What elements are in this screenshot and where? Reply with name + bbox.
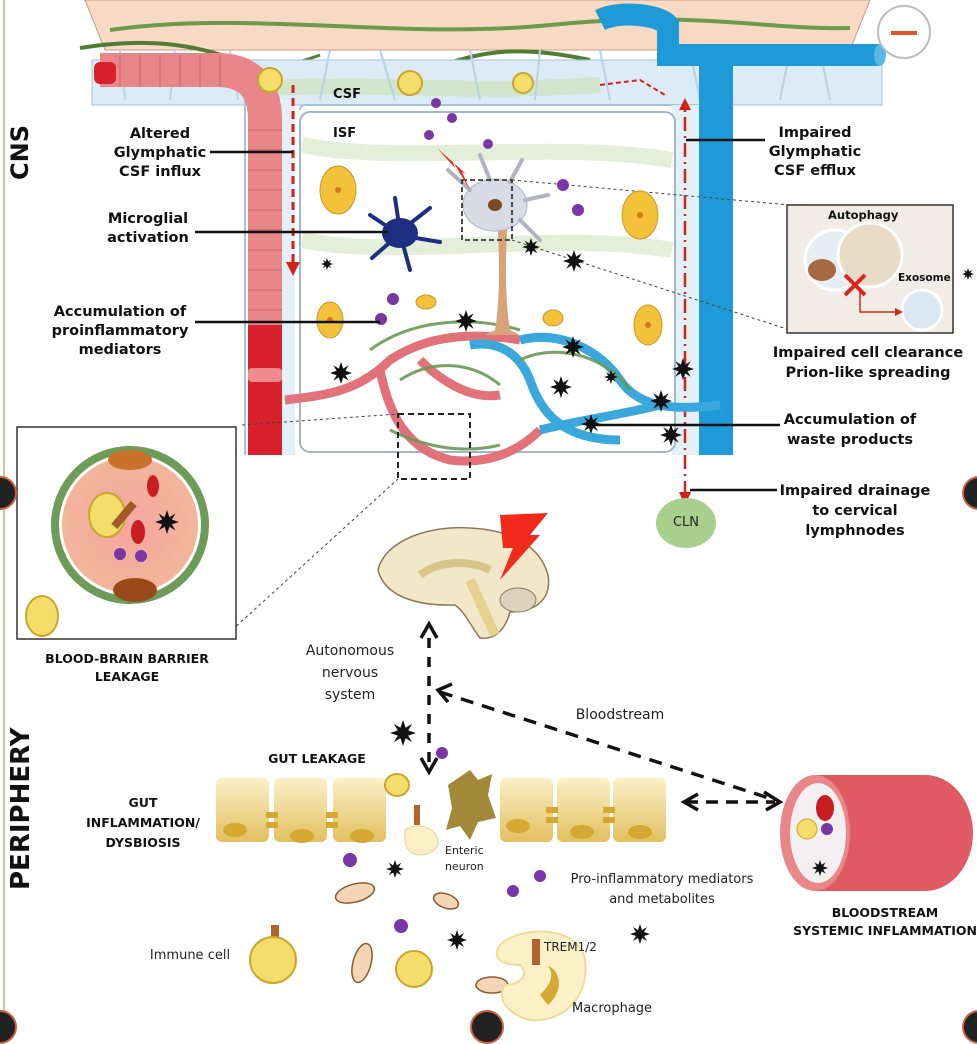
label-microglial-activation: Microglial activation (107, 211, 189, 246)
gut-leakage-label: GUT LEAKAGE (268, 751, 366, 766)
cln-node (656, 498, 716, 548)
enteric-neuron-label: Enteric neuron (445, 844, 484, 873)
mediators-label: Pro-inflammatory mediators and metabolit… (570, 872, 754, 907)
label-altered-influx: Altered Glymphatic CSF influx (113, 126, 207, 180)
csf-label: CSF (333, 87, 362, 102)
label-cell-clearance: Impaired cell clearance Prion-like sprea… (772, 345, 964, 381)
label-proinflammatory-mediators: Accumulation of proinflammatory mediator… (51, 304, 189, 358)
leader-lines (195, 138, 780, 492)
label-impaired-efflux: Impaired Glymphatic CSF efflux (768, 125, 862, 179)
immune-cell-label: Immune cell (149, 948, 231, 963)
bbb-zoom-box (397, 413, 471, 480)
cns-label: CNS (6, 125, 34, 180)
minus-icon (891, 31, 917, 35)
macrophage-label: Macrophage (572, 1001, 653, 1016)
microglia (368, 196, 442, 272)
systemic-inflammation-label: BLOODSTREAM SYSTEMIC INFLAMMATION (793, 905, 977, 938)
cln-label: CLN (672, 515, 700, 530)
gut-inflammation-label: GUT INFLAMMATION/ DYSBIOSIS (86, 795, 200, 850)
trem-receptor (532, 939, 540, 965)
autophagy-label: Autophagy (828, 208, 899, 222)
mediator-dots (32, 98, 584, 933)
bottom-center-handle (470, 1010, 504, 1044)
bloodstream-label: Bloodstream (575, 707, 665, 723)
macrophage (495, 930, 587, 1022)
enteric-neuron (446, 770, 496, 840)
gut-epithelium (216, 778, 666, 843)
brain-lightning-icon (500, 513, 548, 580)
periphery-label: PERIPHERY (6, 727, 36, 890)
immune-cell (249, 936, 297, 984)
trem-label: TREM1/2 (544, 940, 597, 954)
autonomous-nervous-system-label: Autonomous nervous system (305, 643, 395, 703)
bbb-caption: BLOOD-BRAIN BARRIER LEAKAGE (45, 651, 209, 684)
label-waste-products: Accumulation of waste products (783, 412, 917, 448)
isf-label: ISF (333, 126, 357, 141)
collapse-button[interactable] (877, 5, 931, 59)
exosome-label: Exosome (898, 272, 951, 284)
brain-illustration (377, 513, 550, 639)
artery (100, 53, 282, 455)
bloodstream-arrow (439, 690, 776, 802)
neuron-zoom-box (461, 179, 513, 241)
label-impaired-drainage: Impaired drainage to cervical lymphnodes (779, 483, 931, 539)
diagram-illustration (3, 0, 974, 1023)
blood-vessel (780, 775, 973, 891)
